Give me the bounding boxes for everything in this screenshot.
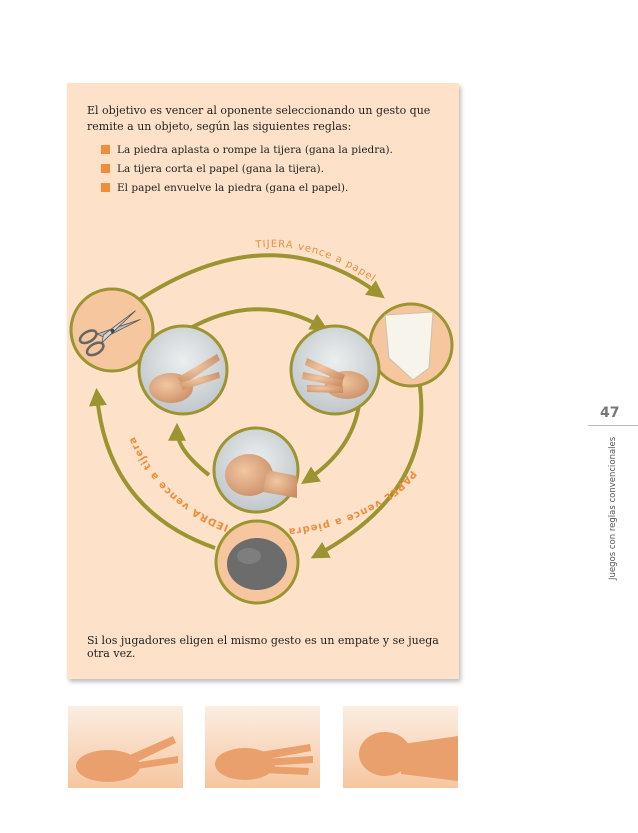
- outer-arrow-top: [125, 253, 385, 310]
- fist-icon: [225, 454, 297, 498]
- rule-text: El papel envuelve la piedra (gana el pap…: [117, 181, 349, 194]
- outer-arrow-left: [88, 387, 216, 550]
- square-bullet-icon: [101, 164, 110, 173]
- paper-sheet-icon: [384, 311, 434, 381]
- scissors-hand-icon: [149, 354, 220, 403]
- outer-arrow-right: [310, 379, 424, 559]
- scissors-icon: [78, 310, 141, 357]
- rule-item: La tijera corta el papel (gana la tijera…: [101, 159, 441, 178]
- rule-item: El papel envuelve la piedra (gana el pap…: [101, 178, 441, 197]
- tie-rule-text: Si los jugadores eligen el mismo gesto e…: [87, 634, 439, 660]
- rule-item: La piedra aplasta o rompe la tijera (gan…: [101, 140, 441, 159]
- scissors-object: [69, 287, 155, 373]
- rock-thumbnail: [343, 706, 458, 788]
- inner-arrow-right: [301, 404, 361, 484]
- game-cycle-diagram: TIJERA vence a papel PAPEL vence a piedr…: [69, 239, 454, 605]
- rock-object: [214, 519, 300, 605]
- intro-text: El objetivo es vencer al oponente selecc…: [87, 104, 431, 133]
- margin-divider: [588, 425, 638, 426]
- paper-hand-icon: [215, 744, 313, 780]
- scissors-thumbnail: [68, 706, 183, 788]
- paper-thumbnail: [205, 706, 320, 788]
- paper-gesture: [289, 324, 381, 416]
- rock-icon: [227, 538, 287, 590]
- paper-hand-icon: [302, 358, 369, 399]
- running-title: Juegos con reglas convencionales: [608, 436, 618, 580]
- inner-arrow-left: [168, 422, 211, 477]
- square-bullet-icon: [101, 145, 110, 154]
- scissors-hand-icon: [76, 736, 178, 782]
- rule-text: La tijera corta el papel (gana la tijera…: [117, 162, 324, 175]
- paper-object: [368, 302, 454, 388]
- fist-icon: [359, 732, 458, 781]
- rock-gesture: [212, 426, 300, 514]
- rule-text: La piedra aplasta o rompe la tijera (gan…: [117, 143, 393, 156]
- square-bullet-icon: [101, 183, 110, 192]
- rules-list: La piedra aplasta o rompe la tijera (gan…: [101, 140, 441, 197]
- inner-arrow-top: [186, 307, 329, 332]
- scissors-gesture: [137, 324, 229, 416]
- page-number: 47: [600, 405, 620, 421]
